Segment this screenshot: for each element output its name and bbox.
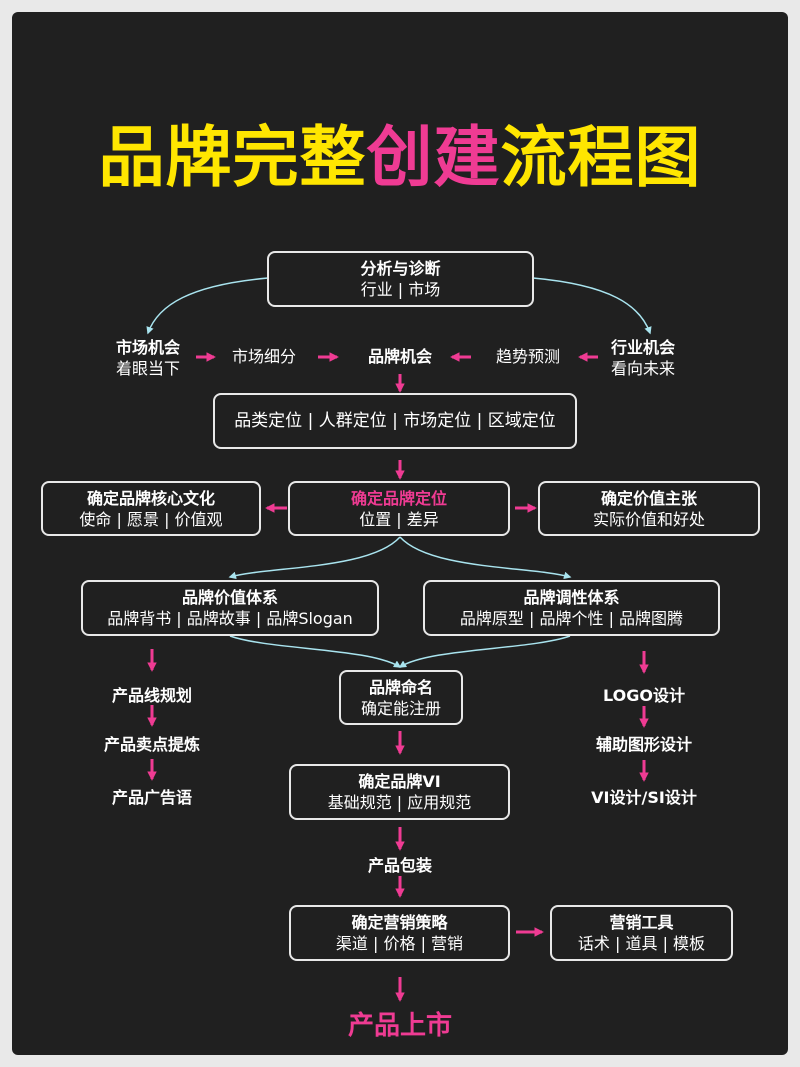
value-proposition-sub: 实际价值和好处: [592, 509, 705, 529]
marketing-strategy-sub: 渠道 | 价格 | 营销: [335, 934, 464, 953]
vi-title: 确定品牌VI: [358, 772, 441, 791]
value-system-box: 品牌价值体系 品牌背书 | 品牌故事 | 品牌Slogan: [81, 580, 379, 636]
market-segment-label: 市场细分: [231, 347, 296, 366]
industry-opportunity-sub: 看向未来: [610, 359, 675, 378]
packaging-label: 产品包装: [367, 856, 432, 875]
left-chain-item: 产品线规划: [111, 686, 192, 705]
left-chain-item: 产品卖点提炼: [103, 735, 200, 754]
curve-positioning-to-value-system: [228, 536, 401, 580]
marketing-tools-sub: 话术 | 道具 | 模板: [577, 934, 706, 953]
right-chain-item: 辅助图形设计: [595, 735, 692, 754]
marketing-strategy-title: 确定营销策略: [351, 913, 448, 932]
curve-tone-system-to-naming: [398, 635, 571, 668]
curve-positioning-to-tone-system: [399, 536, 572, 580]
market-opportunity-title: 市场机会: [115, 338, 180, 357]
vi-sub: 基础规范 | 应用规范: [327, 793, 472, 812]
tone-system-sub: 品牌原型 | 品牌个性 | 品牌图腾: [459, 609, 684, 628]
title-part-1: 品牌完整: [98, 119, 367, 196]
positioning-types-box: 品类定位 | 人群定位 | 市场定位 | 区域定位: [213, 393, 577, 449]
trend-forecast-label: 趋势预测: [495, 347, 560, 366]
analysis-title: 分析与诊断: [360, 259, 441, 278]
right-chain-item: LOGO设计: [603, 686, 685, 705]
value-proposition-box: 确定价值主张 实际价值和好处: [538, 481, 760, 536]
marketing-tools-box: 营销工具 话术 | 道具 | 模板: [550, 905, 733, 961]
naming-sub: 确定能注册: [360, 698, 441, 718]
curve-analysis-to-industry: [532, 277, 652, 335]
launch-label: 产品上市: [347, 1011, 452, 1041]
left-chain-item: 产品广告语: [111, 788, 192, 807]
title-part-2: 创建: [366, 119, 501, 196]
curve-analysis-to-market: [146, 277, 269, 335]
tone-system-box: 品牌调性体系 品牌原型 | 品牌个性 | 品牌图腾: [423, 580, 720, 636]
naming-title: 品牌命名: [368, 677, 433, 697]
analysis-sub: 行业 | 市场: [360, 280, 441, 299]
naming-box: 品牌命名 确定能注册: [339, 670, 463, 725]
marketing-strategy-box: 确定营销策略 渠道 | 价格 | 营销: [289, 905, 510, 961]
curve-value-system-to-naming: [229, 635, 402, 668]
analysis-box: 分析与诊断 行业 | 市场: [267, 251, 534, 307]
industry-opportunity-title: 行业机会: [610, 338, 675, 357]
core-culture-sub: 使命 | 愿景 | 价值观: [79, 509, 223, 529]
brand-positioning-sub: 位置 | 差异: [359, 509, 439, 529]
market-opportunity-sub: 着眼当下: [115, 359, 180, 378]
value-system-sub: 品牌背书 | 品牌故事 | 品牌Slogan: [107, 609, 353, 628]
tone-system-title: 品牌调性体系: [523, 588, 620, 607]
title-part-3: 流程图: [500, 119, 702, 196]
core-culture-box: 确定品牌核心文化 使命 | 愿景 | 价值观: [41, 481, 261, 536]
value-proposition-title: 确定价值主张: [600, 488, 697, 508]
page-title: 品牌完整创建流程图: [0, 118, 800, 198]
right-chain-item: VI设计/SI设计: [591, 788, 697, 807]
marketing-tools-title: 营销工具: [609, 913, 674, 932]
brand-positioning-box: 确定品牌定位 位置 | 差异: [288, 481, 510, 536]
positioning-types-text: 品类定位 | 人群定位 | 市场定位 | 区域定位: [234, 410, 556, 431]
brand-opportunity-label: 品牌机会: [367, 347, 432, 366]
value-system-title: 品牌价值体系: [181, 588, 278, 607]
core-culture-title: 确定品牌核心文化: [86, 488, 215, 508]
brand-positioning-title: 确定品牌定位: [350, 488, 447, 508]
vi-box: 确定品牌VI 基础规范 | 应用规范: [289, 764, 510, 820]
